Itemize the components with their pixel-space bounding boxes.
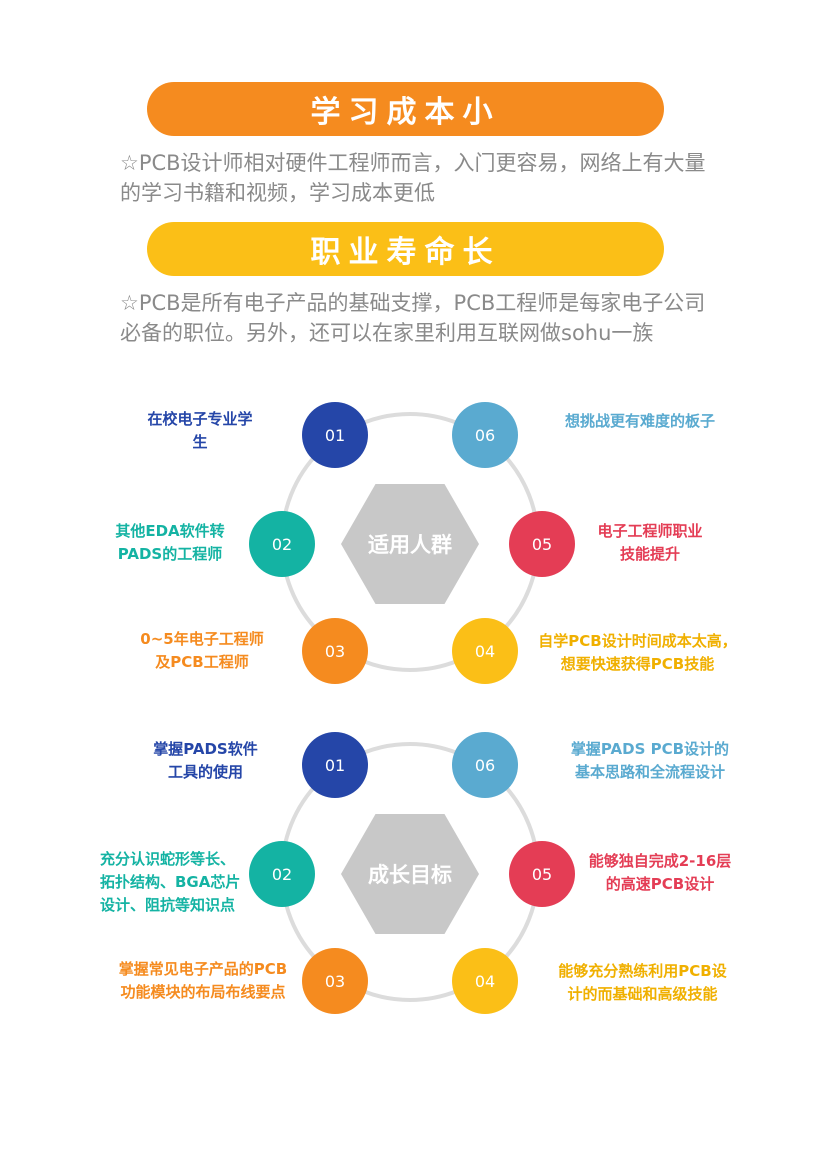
section-banner-learning-cost: 学习成本小 bbox=[147, 82, 664, 136]
node-06-label: 想挑战更有难度的板子 bbox=[565, 412, 716, 430]
node-02: 02 bbox=[249, 841, 315, 907]
section-text-career-lifespan: ☆PCB是所有电子产品的基础支撑，PCB工程师是每家电子公司必备的职位。另外，还… bbox=[120, 291, 706, 345]
target-audience-diagram: 适用人群 01 06 02 05 03 04 在校电子专业学 生 想挑战更有难度… bbox=[0, 400, 827, 700]
node-01: 01 bbox=[302, 732, 368, 798]
node-03: 03 bbox=[302, 618, 368, 684]
node-03: 03 bbox=[302, 948, 368, 1014]
center-hexagon: 成长目标 bbox=[341, 814, 479, 934]
node-05: 05 bbox=[509, 511, 575, 577]
growth-goals-diagram: 成长目标 01 06 02 05 03 04 掌握PADS软件 工具的使用 掌握… bbox=[0, 730, 827, 1030]
node-06-label: 掌握PADS PCB设计的 基本思路和全流程设计 bbox=[570, 740, 730, 781]
node-05-label: 能够独自完成2-16层 的高速PCB设计 bbox=[588, 852, 732, 893]
node-01-label: 在校电子专业学 生 bbox=[147, 410, 253, 451]
node-04: 04 bbox=[452, 618, 518, 684]
node-05: 05 bbox=[509, 841, 575, 907]
node-06: 06 bbox=[452, 732, 518, 798]
node-03-label: 0~5年电子工程师 及PCB工程师 bbox=[140, 630, 264, 671]
node-01-label: 掌握PADS软件 工具的使用 bbox=[153, 740, 258, 781]
node-04-label: 自学PCB设计时间成本太高， 想要快速获得PCB技能 bbox=[538, 632, 737, 673]
node-02: 02 bbox=[249, 511, 315, 577]
node-04: 04 bbox=[452, 948, 518, 1014]
section-banner-career-lifespan: 职业寿命长 bbox=[147, 222, 664, 276]
node-01: 01 bbox=[302, 402, 368, 468]
node-03-label: 掌握常见电子产品的PCB 功能模块的布局布线要点 bbox=[118, 960, 288, 1001]
node-04-label: 能够充分熟练利用PCB设 计的而基础和高级技能 bbox=[558, 962, 727, 1003]
node-02-label: 充分认识蛇形等长、 拓扑结构、BGA芯片 设计、阻抗等知识点 bbox=[100, 850, 241, 914]
node-02-label: 其他EDA软件转 PADS的工程师 bbox=[115, 522, 225, 563]
node-05-label: 电子工程师职业 技能提升 bbox=[597, 522, 703, 563]
center-hexagon: 适用人群 bbox=[341, 484, 479, 604]
node-06: 06 bbox=[452, 402, 518, 468]
section-text-learning-cost: ☆PCB设计师相对硬件工程师而言，入门更容易，网络上有大量的学习书籍和视频，学习… bbox=[120, 151, 706, 205]
